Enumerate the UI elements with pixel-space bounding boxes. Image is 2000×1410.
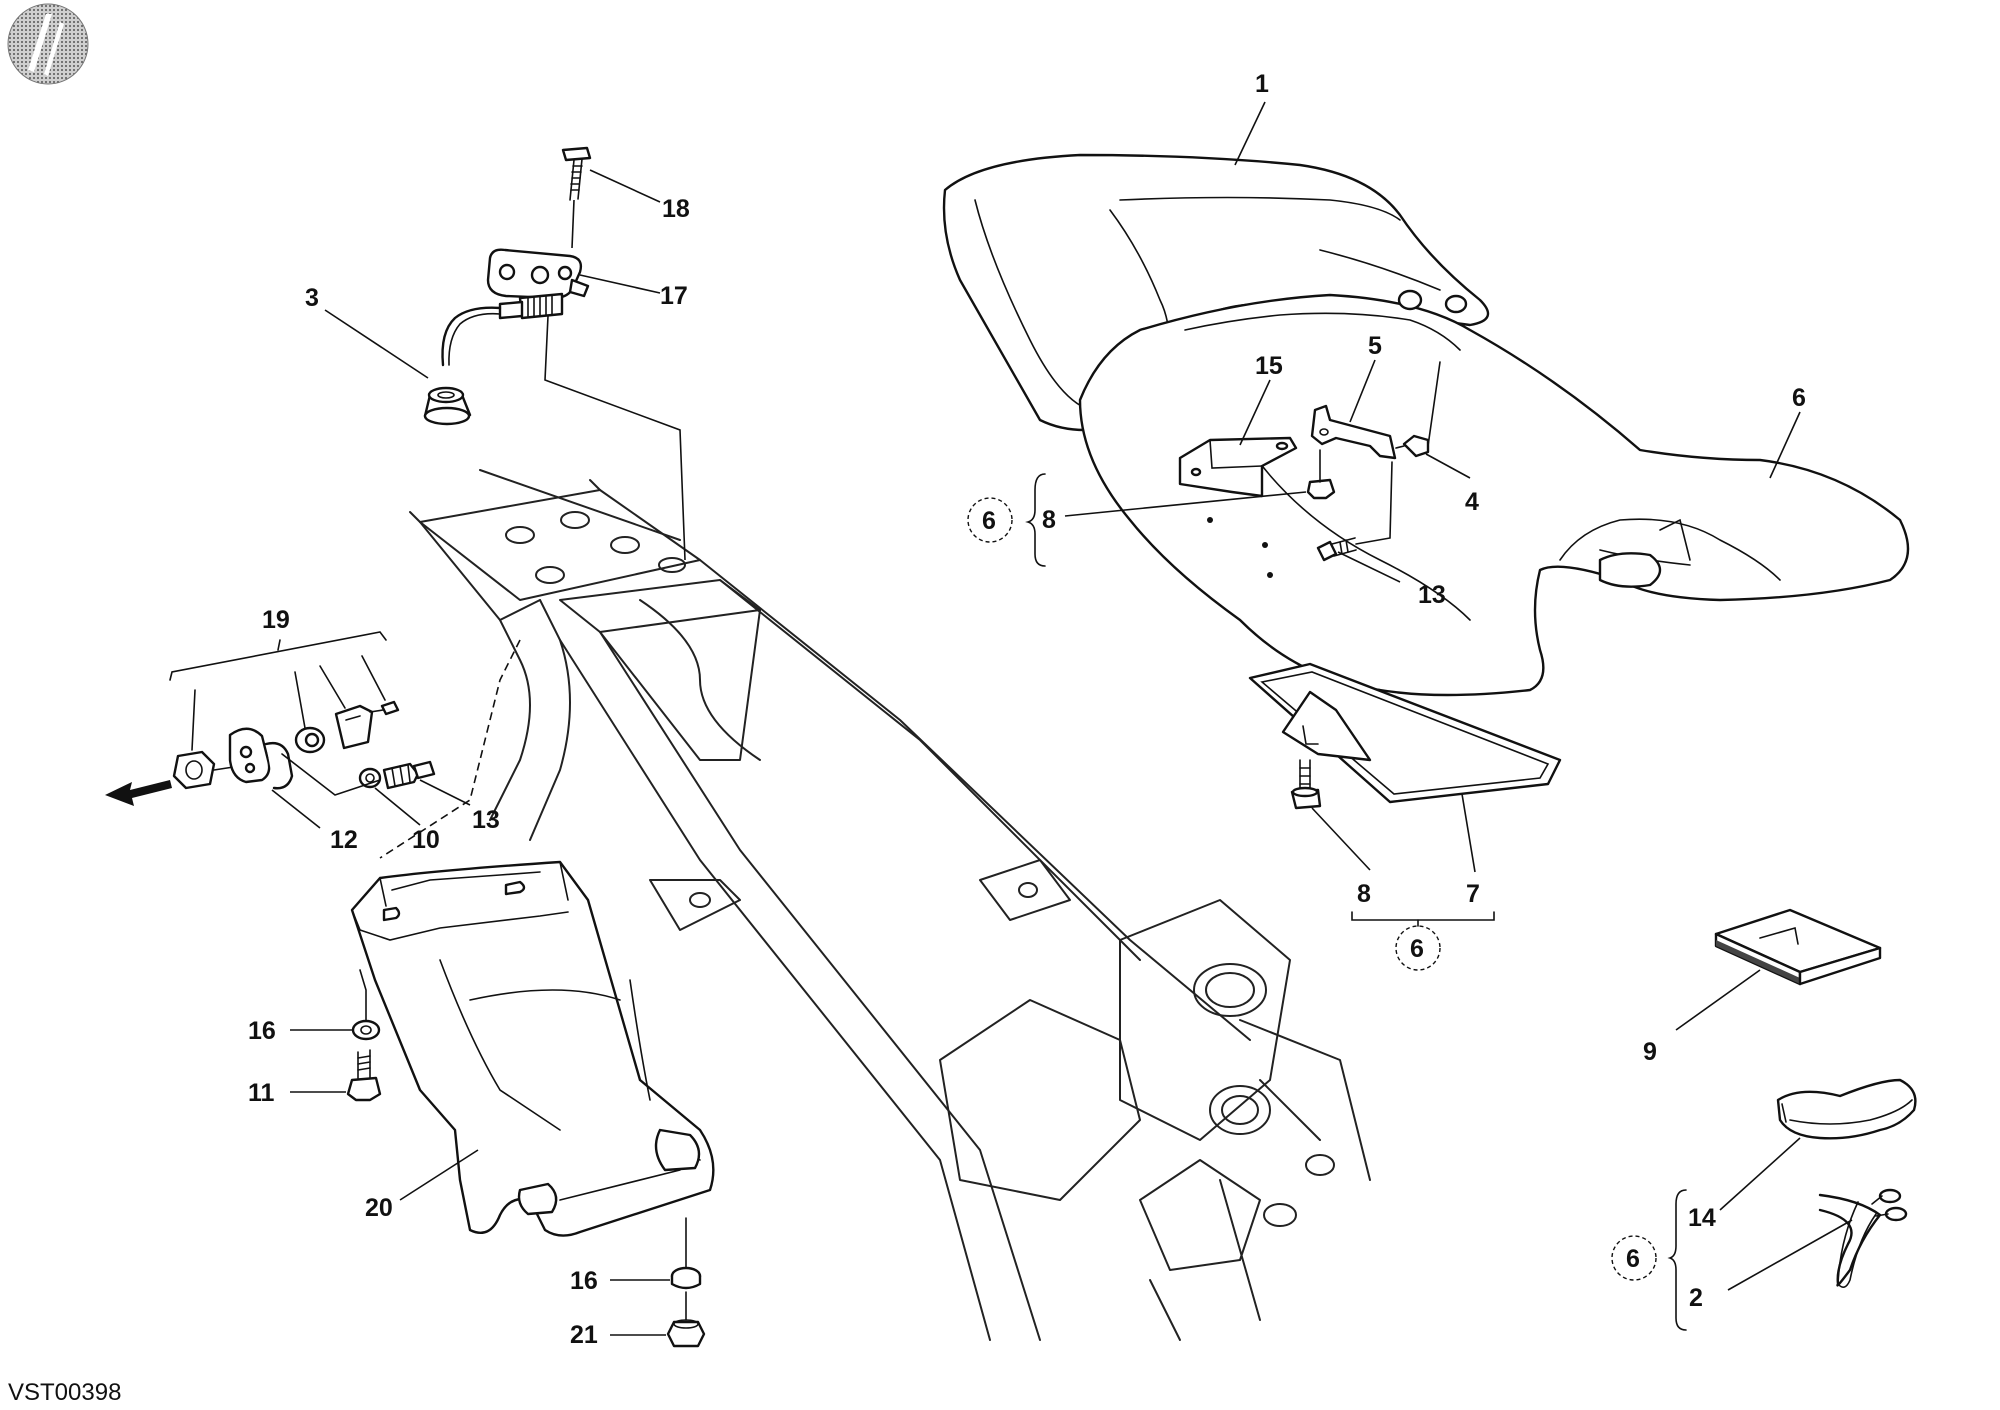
leader-13b <box>1337 551 1401 583</box>
part-14-tool-bag <box>1776 1078 1917 1140</box>
label-13b: 13 <box>1418 581 1446 609</box>
label-19: 19 <box>262 606 290 634</box>
leader-5 <box>1349 359 1376 423</box>
leader-8a <box>1064 491 1307 517</box>
leader-17-axis <box>544 315 686 561</box>
label-16b: 16 <box>570 1267 598 1295</box>
leader-8b <box>1311 807 1371 871</box>
part-16-washer-bottom <box>670 1266 702 1290</box>
label-5: 5 <box>1368 332 1382 360</box>
label-3: 3 <box>305 284 319 312</box>
label-4: 4 <box>1465 488 1479 516</box>
leader-10 <box>374 787 421 826</box>
leader-6 <box>1769 411 1801 479</box>
leader-20 <box>399 1149 479 1201</box>
ref-circle-6d <box>1611 1235 1657 1281</box>
label-11: 11 <box>248 1079 275 1107</box>
label-7: 7 <box>1466 880 1480 908</box>
label-13a: 13 <box>472 806 500 834</box>
leader-12 <box>271 789 321 829</box>
part-16-washer-left <box>351 1019 381 1041</box>
label-17: 17 <box>660 282 688 310</box>
part-13-screw-right <box>1316 537 1357 562</box>
part-3-grommet <box>423 386 472 426</box>
label-12: 12 <box>330 826 358 854</box>
part-7-plate <box>1248 662 1562 804</box>
direction-arrow-icon <box>105 780 172 806</box>
part-21-nut <box>666 1319 706 1348</box>
part-18-screw <box>561 146 592 201</box>
part-8-nut-upper <box>1306 478 1336 500</box>
label-15: 15 <box>1255 352 1283 380</box>
label-14: 14 <box>1688 1204 1716 1232</box>
leader-1 <box>1234 101 1266 166</box>
label-6a: 6 <box>982 507 996 535</box>
ref-circle-6a <box>967 497 1013 543</box>
axis-4 <box>1427 361 1441 447</box>
leader-15 <box>1239 379 1271 446</box>
label-2: 2 <box>1689 1284 1703 1312</box>
part-6-seat <box>1078 289 1910 697</box>
part-20-undertray <box>350 639 715 1237</box>
group-bracket-bottom <box>1351 911 1495 921</box>
label-21: 21 <box>570 1321 598 1349</box>
part-17-seat-lock <box>441 248 590 367</box>
part-19-latch-assembly <box>105 631 436 806</box>
group-brace-left <box>1025 473 1046 567</box>
leader-18 <box>589 169 661 203</box>
label-6d: 6 <box>1626 1245 1640 1273</box>
part-9-owner-manual <box>1714 908 1882 986</box>
label-8b: 8 <box>1357 880 1371 908</box>
label-6b: 6 <box>1792 384 1806 412</box>
label-6c: 6 <box>1410 935 1424 963</box>
part-5-bracket <box>1310 404 1397 460</box>
leader-9 <box>1675 969 1761 1031</box>
label-8a: 8 <box>1042 506 1056 534</box>
axis-13b <box>1355 461 1393 545</box>
part-15-bracket <box>1178 436 1298 498</box>
label-18: 18 <box>662 195 690 223</box>
part-1-seat-cowl <box>942 153 1490 432</box>
leader-13a <box>419 779 471 806</box>
group-brace-right <box>1667 1189 1687 1331</box>
leader-2 <box>1727 1219 1853 1291</box>
corner-logo-icon <box>7 3 89 85</box>
leader-4 <box>1425 453 1471 479</box>
leader-14 <box>1719 1137 1801 1211</box>
label-20: 20 <box>365 1194 393 1222</box>
drawing-code: VST00398 <box>8 1379 121 1406</box>
label-1: 1 <box>1255 70 1269 98</box>
label-16a: 16 <box>248 1017 276 1045</box>
label-9: 9 <box>1643 1038 1657 1066</box>
axis-16a <box>359 969 367 1021</box>
part-11-bolt <box>346 1049 382 1102</box>
leader-17 <box>579 274 661 294</box>
leader-7 <box>1461 793 1476 873</box>
rear-subframe <box>409 469 1371 1341</box>
label-10: 10 <box>412 826 440 854</box>
part-2-helmet-cable <box>1818 1188 1908 1288</box>
leader-18-axis <box>571 199 575 249</box>
part-8-nut-lower <box>1290 759 1322 810</box>
leader-3 <box>324 309 429 379</box>
ref-circle-6c <box>1395 925 1441 971</box>
